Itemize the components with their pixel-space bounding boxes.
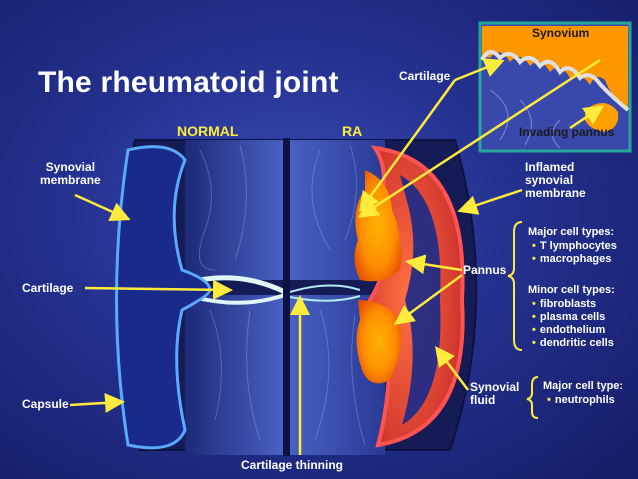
ra-cartilage xyxy=(289,284,361,293)
synovial-fluid-area xyxy=(400,175,441,425)
list-item: •neutrophils xyxy=(547,394,615,406)
normal-synovial-membrane xyxy=(115,145,212,450)
list-item: •macrophages xyxy=(532,253,612,265)
slide-title: The rheumatoid joint xyxy=(38,66,339,99)
pannus-label: Pannus xyxy=(463,263,507,277)
list-item: •T lymphocytes xyxy=(532,240,617,252)
synovial-membrane-label: Synovial membrane xyxy=(40,160,101,187)
pannus-major-cells: Major cell types: •T lymphocytes •macrop… xyxy=(528,226,617,266)
inset-cartilage-label: Cartilage xyxy=(399,69,451,83)
pannus-lower xyxy=(356,300,402,384)
capsule-label: Capsule xyxy=(22,397,69,411)
list-item: •dendritic cells xyxy=(532,337,614,349)
major-heading: Major cell types: xyxy=(528,226,615,238)
inflamed-membrane-label: Inflamed synovial membrane xyxy=(525,160,586,200)
pannus-minor-cells: Minor cell types: •fibroblasts •plasma c… xyxy=(528,284,615,350)
synovial-fluid-label: Synovial fluid xyxy=(470,380,520,407)
list-item: •fibroblasts xyxy=(532,298,597,310)
center-divider xyxy=(283,138,290,456)
cartilage-thinning-label: Cartilage thinning xyxy=(241,458,343,472)
list-item: •endothelium xyxy=(532,324,606,336)
inset-synovium xyxy=(482,26,628,110)
list-item: •plasma cells xyxy=(532,311,606,323)
synovium-label: Synovium xyxy=(532,26,590,40)
fluid-heading: Major cell type: xyxy=(543,380,624,392)
fluid-major-cells: Major cell type: •neutrophils xyxy=(543,380,623,407)
cartilage-label: Cartilage xyxy=(22,281,74,295)
invading-pannus-label: Invading pannus xyxy=(519,125,615,139)
ra-label: RA xyxy=(342,123,363,139)
normal-label: NORMAL xyxy=(177,123,239,139)
minor-heading: Minor cell types: xyxy=(528,284,615,296)
